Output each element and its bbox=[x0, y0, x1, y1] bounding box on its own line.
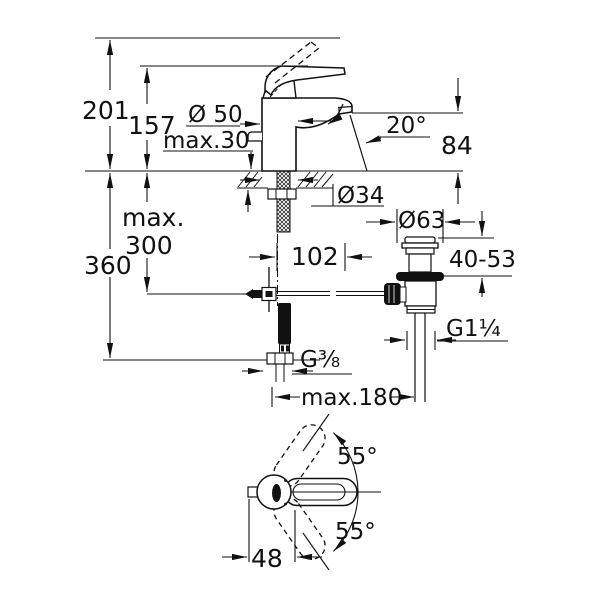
supply-hex-nut bbox=[266, 352, 294, 365]
waste-cap bbox=[404, 236, 436, 244]
waste-knob bbox=[384, 283, 401, 305]
waste-gasket bbox=[396, 272, 444, 281]
dim-waste-thread: G1¹⁄₄ bbox=[446, 316, 501, 342]
flex-hose bbox=[278, 303, 291, 344]
water-stream bbox=[349, 114, 368, 172]
dim-spout-top: 157 bbox=[128, 111, 176, 140]
horizontal-rod bbox=[276, 291, 384, 296]
dim-swing-lower: 55° bbox=[335, 519, 376, 545]
aerator bbox=[337, 105, 353, 109]
dim-spout-height: 84 bbox=[441, 131, 473, 160]
flow-arrow bbox=[327, 103, 344, 125]
dim-swing-upper: 55° bbox=[337, 444, 378, 470]
handle-top-view bbox=[247, 413, 359, 571]
waste-body bbox=[404, 280, 437, 307]
dim-clamp-range: 40-53 bbox=[449, 247, 516, 273]
dimension-arrows bbox=[106, 40, 486, 561]
dim-stream-angle: 20° bbox=[386, 113, 427, 139]
dim-waste-diameter: Ø63 bbox=[398, 208, 445, 234]
lever-raised-dashed bbox=[265, 41, 320, 84]
dim-below-max-value: 300 bbox=[125, 231, 173, 260]
mounting-nut bbox=[267, 188, 297, 200]
swing-arc bbox=[333, 432, 359, 552]
dim-handle-width: 48 bbox=[251, 544, 283, 573]
dim-supply-thread: G³⁄₈ bbox=[300, 347, 340, 373]
dim-waste-offset: 102 bbox=[291, 242, 339, 271]
faucet-front-view bbox=[245, 41, 384, 382]
lever-handle bbox=[264, 65, 346, 97]
dim-reach-max: max.180 bbox=[301, 385, 402, 411]
dim-total-height: 201 bbox=[82, 96, 130, 125]
dim-hole-diameter: Ø34 bbox=[337, 183, 384, 209]
pull-rod-knob bbox=[247, 131, 262, 142]
pop-up-waste bbox=[384, 236, 444, 402]
dim-body-diameter: Ø 50 bbox=[188, 102, 243, 128]
dim-below-total: 360 bbox=[84, 251, 132, 280]
threaded-shank bbox=[276, 170, 291, 233]
dim-below-max-word: max. bbox=[122, 203, 184, 232]
rod-tip bbox=[245, 289, 253, 299]
dim-deck-max: max.30 bbox=[163, 128, 250, 154]
dimension-labels: 201 157 max.30 Ø 50 20° 84 Ø34 max. 300 … bbox=[82, 96, 516, 573]
